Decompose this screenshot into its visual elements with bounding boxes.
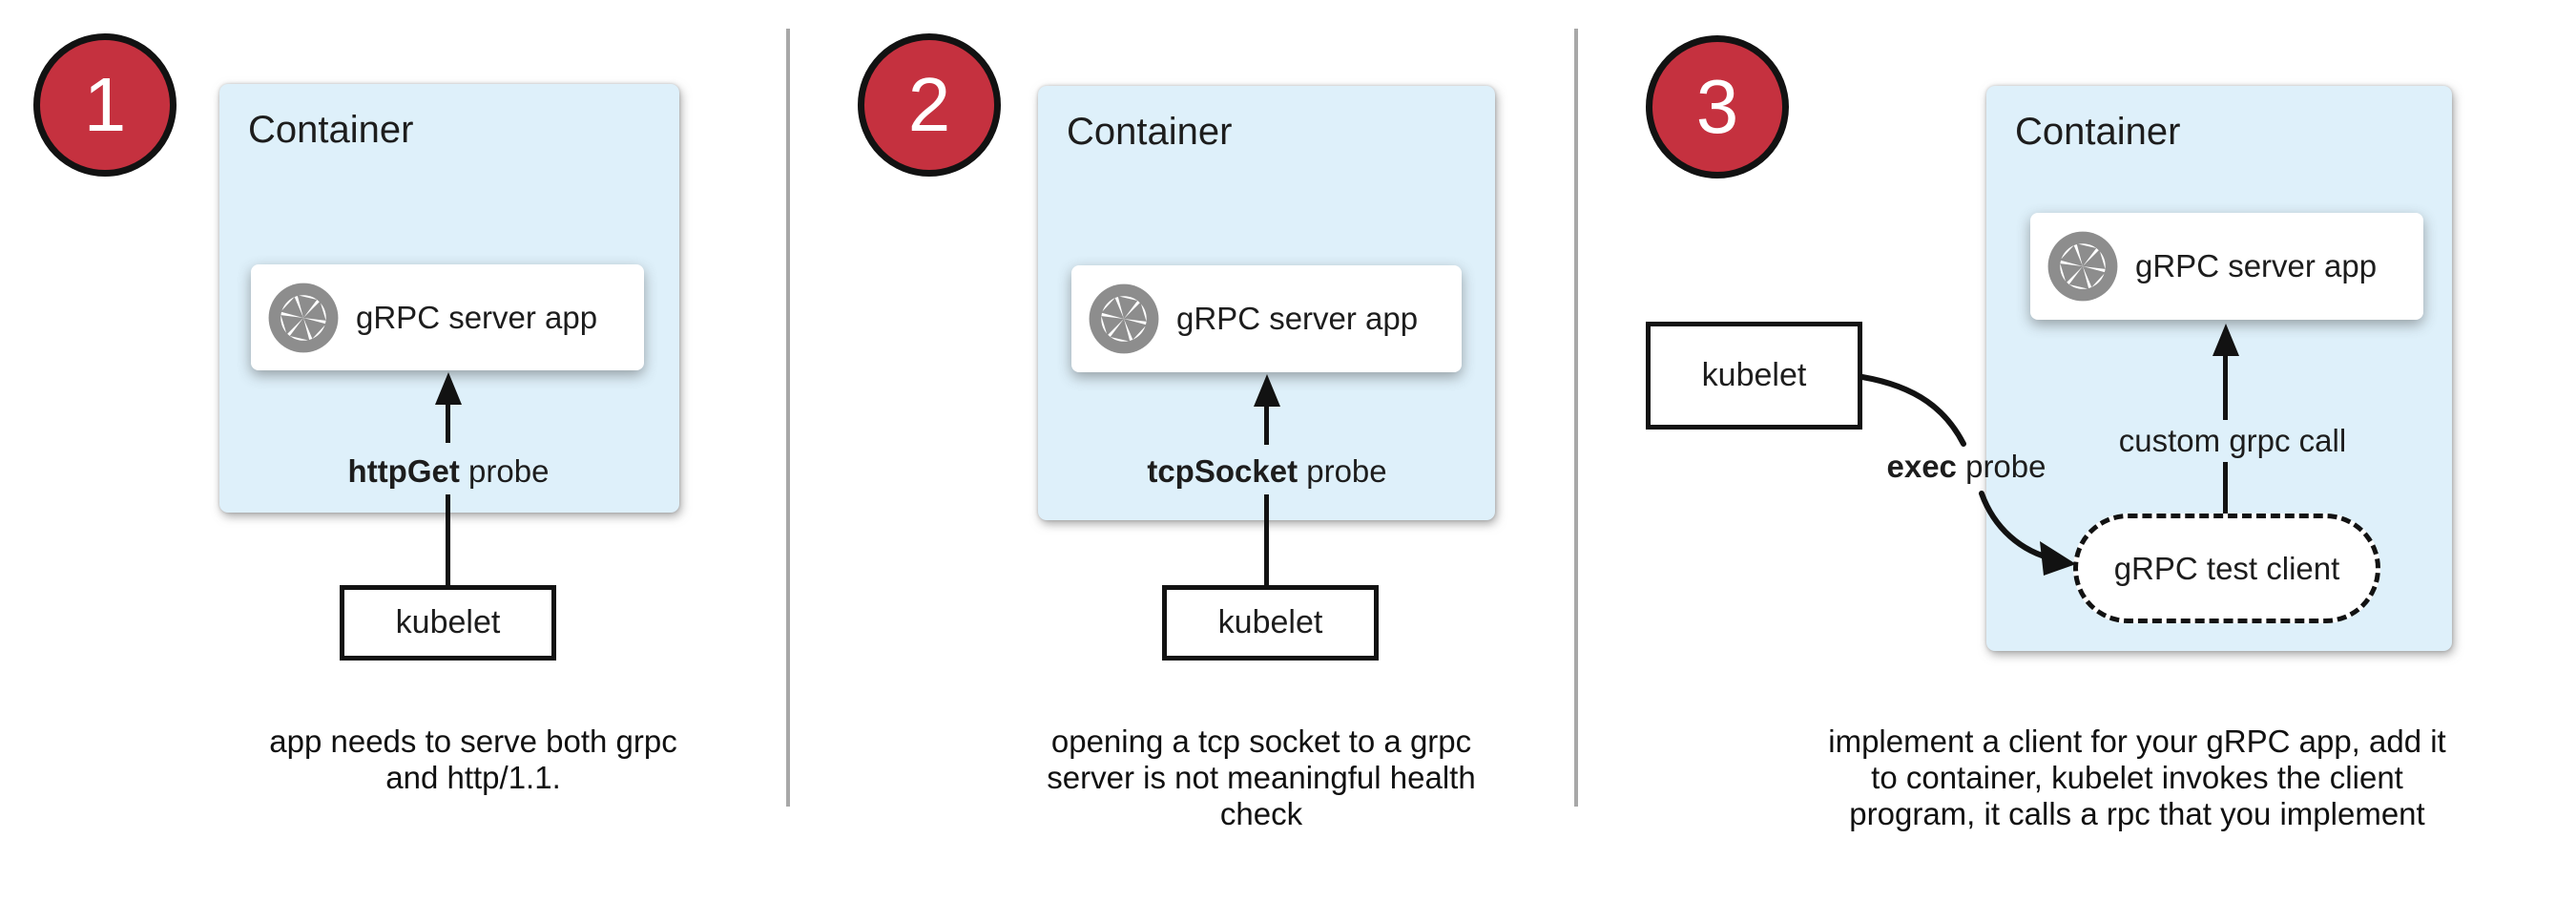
caption-3-line3: program, it calls a rpc that you impleme… [1849, 796, 2425, 831]
kubelet-3: kubelet [1646, 322, 1862, 430]
grpc-server-app-3: gRPC server app [2030, 213, 2423, 320]
grpc-server-app-1-label: gRPC server app [356, 299, 598, 335]
arrow-line-probe-1-lower [446, 494, 450, 585]
arrow-line-custom-call-upper [2223, 356, 2228, 420]
arrow-head-probe-1 [435, 372, 462, 405]
step-1-number: 1 [83, 62, 127, 147]
arrow-line-probe-2-upper [1264, 407, 1269, 445]
step-1-badge: 1 [33, 33, 177, 177]
step-3-badge: 3 [1646, 35, 1789, 178]
step-2-number: 2 [907, 62, 951, 147]
divider-1 [786, 29, 790, 807]
exec-probe-curve-arrow [1859, 374, 2076, 576]
probe-label-2: tcpSocket probe [1124, 453, 1410, 490]
probe-label-2-rest: probe [1298, 453, 1387, 489]
grpc-server-app-3-label: gRPC server app [2135, 248, 2378, 283]
grpc-server-app-2-label: gRPC server app [1176, 301, 1419, 336]
caption-3-line2: to container, kubelet invokes the client [1871, 760, 2403, 795]
container-1-label: Container [248, 109, 414, 151]
probe-label-3-bold: exec [1886, 449, 1957, 484]
probe-label-2-bold: tcpSocket [1147, 453, 1298, 489]
grpc-test-client: gRPC test client [2073, 514, 2380, 623]
arrow-head-probe-2 [1254, 374, 1280, 407]
step-3-number: 3 [1695, 64, 1739, 149]
caption-3-line1: implement a client for your gRPC app, ad… [1828, 724, 2446, 759]
caption-3: implement a client for your gRPC app, ad… [1803, 724, 2471, 832]
aperture-icon [1089, 283, 1159, 354]
kubelet-2-label: kubelet [1217, 604, 1323, 640]
caption-2-line3: check [1219, 796, 1303, 831]
probe-label-3: exec probe [1823, 449, 2109, 485]
probe-label-3-rest: probe [1956, 449, 2046, 484]
caption-1-line1: app needs to serve both grpc [269, 724, 677, 759]
aperture-icon [2047, 231, 2118, 302]
kubelet-2: kubelet [1162, 585, 1379, 661]
probe-label-1-bold: httpGet [347, 453, 460, 489]
arrow-line-probe-2-lower [1264, 494, 1269, 585]
container-2-label: Container [1067, 111, 1233, 153]
kubelet-1-label: kubelet [395, 604, 501, 640]
caption-1: app needs to serve both grpc and http/1.… [235, 724, 712, 796]
custom-grpc-call-label: custom grpc call [2089, 423, 2376, 459]
probe-label-1: httpGet probe [305, 453, 592, 490]
kubelet-1: kubelet [340, 585, 556, 661]
arrow-line-probe-1-upper [446, 405, 450, 443]
grpc-server-app-1: gRPC server app [251, 264, 644, 370]
custom-grpc-call-text: custom grpc call [2118, 423, 2347, 458]
step-2-badge: 2 [858, 33, 1001, 177]
caption-1-line2: and http/1.1. [385, 760, 561, 795]
grpc-server-app-2: gRPC server app [1071, 265, 1462, 372]
probe-label-1-rest: probe [459, 453, 550, 489]
caption-2-line2: server is not meaningful health [1047, 760, 1476, 795]
caption-2: opening a tcp socket to a grpc server is… [1023, 724, 1500, 832]
arrow-line-custom-call-lower [2223, 462, 2228, 514]
container-3-label: Container [2015, 111, 2181, 153]
kubelet-3-label: kubelet [1701, 357, 1807, 393]
arrow-head-custom-call [2212, 324, 2239, 356]
grpc-test-client-label: gRPC test client [2113, 550, 2340, 586]
divider-2 [1574, 29, 1578, 807]
aperture-icon [268, 283, 339, 352]
caption-2-line1: opening a tcp socket to a grpc [1050, 724, 1472, 759]
